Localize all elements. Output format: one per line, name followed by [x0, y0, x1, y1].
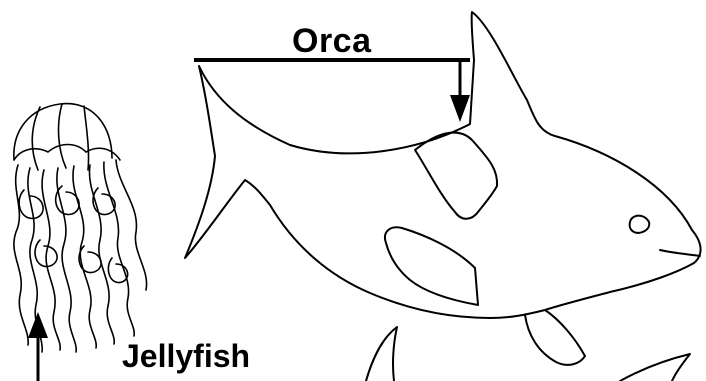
orca-body-outline: [185, 12, 701, 318]
jellyfish-rim: [14, 145, 120, 161]
orca-label: Orca: [292, 24, 372, 58]
jellyfish-bell-rib-2: [59, 104, 66, 168]
jellyfish-tentacle-6: [89, 165, 114, 344]
jellyfish-bell-rib-3: [84, 106, 89, 170]
jellyfish-tentacle-4: [57, 168, 76, 352]
jellyfish-tentacle-1: [14, 165, 28, 345]
jellyfish-bell-rib-1: [32, 107, 40, 170]
jellyfish-arrowhead: [28, 312, 48, 338]
jellyfish-tentacle-7: [104, 162, 134, 336]
jellyfish-loop-5: [79, 246, 101, 273]
orca-drawing: [185, 12, 701, 381]
jellyfish-tentacle-3: [42, 170, 60, 350]
second-orca-fin: [366, 327, 397, 381]
jellyfish-label: Jellyfish: [122, 340, 250, 372]
jellyfish-tentacle-8: [116, 160, 147, 290]
jellyfish-bell: [14, 104, 112, 160]
jellyfish-drawing: [14, 104, 147, 352]
orca-flank-patch: [385, 227, 478, 305]
orca-arrowhead: [450, 95, 470, 122]
jellyfish-loop-2: [56, 186, 79, 214]
orca-mouth: [660, 250, 700, 256]
jellyfish-pointer: [28, 312, 48, 381]
orca-eye-patch: [630, 216, 650, 233]
orca-saddle-patch: [415, 133, 497, 219]
orca-tail-fluke-partial: [620, 354, 690, 381]
orca-pectoral-fin: [525, 310, 585, 365]
